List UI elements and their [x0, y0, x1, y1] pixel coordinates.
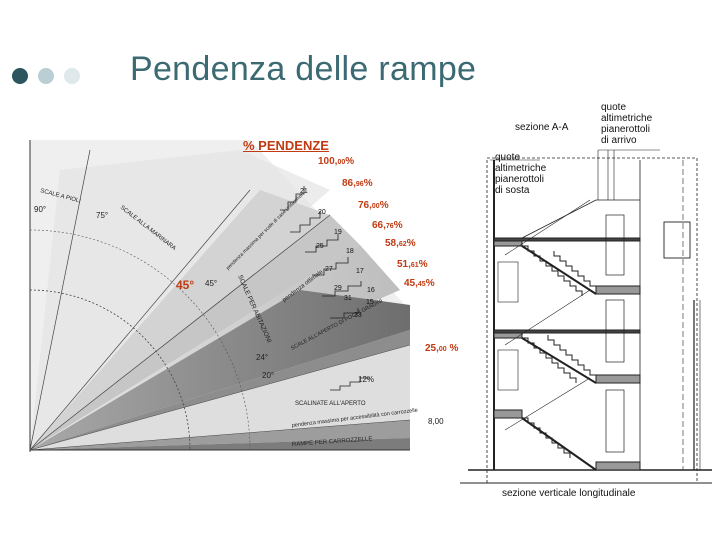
step-number: 29: [334, 285, 342, 292]
percent-unit: %: [406, 238, 416, 249]
percent-45: 45,45%: [404, 278, 435, 289]
percent-58: 58,62%: [385, 238, 416, 249]
label-scalinate: SCALINATE ALL'APERTO: [295, 401, 366, 407]
angle-label-45-inner: 45°: [205, 279, 217, 288]
label-line: pianerottoli: [601, 124, 650, 135]
value-12-percent: 12%: [358, 375, 374, 384]
label-line: quote: [495, 152, 521, 163]
step-number: 18: [346, 248, 354, 255]
percent-100: 100,00%: [318, 156, 354, 167]
step-number: 31: [344, 295, 352, 302]
step-number: 17: [356, 268, 364, 275]
angle-45-label: 45°: [176, 278, 195, 292]
percent-int: 86,: [342, 178, 356, 189]
section-caption: sezione verticale longitudinale: [502, 488, 636, 499]
step-number: 27: [325, 266, 333, 273]
percent-unit: %: [363, 178, 373, 189]
percent-51: 51,61%: [397, 259, 428, 270]
percent-int: 66,: [372, 220, 386, 231]
angle-label-90: 90°: [34, 205, 46, 214]
step-number: 15: [366, 299, 374, 306]
label-quote-sosta: quote altimetriche pianerottoli di sosta: [495, 152, 546, 196]
percent-unit: %: [379, 200, 389, 211]
percent-int: 51,: [397, 259, 411, 270]
value-8-00: 8,00: [428, 417, 444, 426]
label-rampe-carrozzelle: RAMPE PER CARROZZELLE: [292, 436, 373, 448]
label-line: quote: [601, 102, 627, 113]
percent-int: 25,: [425, 343, 439, 354]
percent-25: 25,00 %: [425, 343, 458, 354]
percent-dec: 62: [398, 241, 407, 248]
slide-title: Pendenza delle rampe: [130, 50, 477, 88]
percent-int: 100,: [318, 156, 338, 167]
percent-dec: 96: [355, 181, 364, 188]
step-number: 20: [318, 209, 326, 216]
step-number: 16: [367, 287, 375, 294]
label-line: altimetriche: [495, 163, 547, 174]
label-line: di arrivo: [601, 135, 637, 146]
label-line: altimetriche: [601, 113, 653, 124]
percent-unit: %: [393, 220, 403, 231]
percent-unit: %: [418, 259, 428, 270]
slide-bullets: [12, 66, 98, 86]
bullet-dot-1: [12, 68, 28, 84]
angle-label-75: 75°: [96, 211, 108, 220]
percent-dec: 00: [337, 159, 346, 166]
percent-int: 58,: [385, 238, 399, 249]
percent-unit: %: [446, 343, 459, 354]
step-number: 19: [334, 229, 342, 236]
bullet-dot-3: [64, 68, 80, 84]
percent-86: 86,96%: [342, 178, 373, 189]
step-number: 21: [300, 188, 308, 195]
label-quote-arrivo: quote altimetriche pianerottoli di arriv…: [601, 102, 652, 146]
label-line: di sosta: [495, 185, 530, 196]
percent-dec: 00: [438, 346, 447, 353]
percent-76: 76,00%: [358, 200, 389, 211]
percent-unit: %: [425, 278, 435, 289]
label-sezione-aa: sezione A-A: [515, 122, 569, 133]
percent-int: 76,: [358, 200, 372, 211]
label-line: pianerottoli: [495, 174, 544, 185]
percent-66: 66,76%: [372, 220, 403, 231]
percent-dec: 45: [417, 281, 426, 288]
percent-int: 45,: [404, 278, 418, 289]
percent-dec: 76: [385, 223, 394, 230]
angle-label-20: 20°: [262, 371, 274, 380]
percent-dec: 61: [410, 262, 419, 269]
percent-unit: %: [345, 156, 355, 167]
angle-label-24: 24°: [256, 353, 268, 362]
percent-heading: % PENDENZE: [243, 138, 329, 153]
bullet-dot-2: [38, 68, 54, 84]
percent-dec: 00: [371, 203, 380, 210]
step-number: 25: [316, 243, 324, 250]
step-number: 33: [354, 312, 362, 319]
